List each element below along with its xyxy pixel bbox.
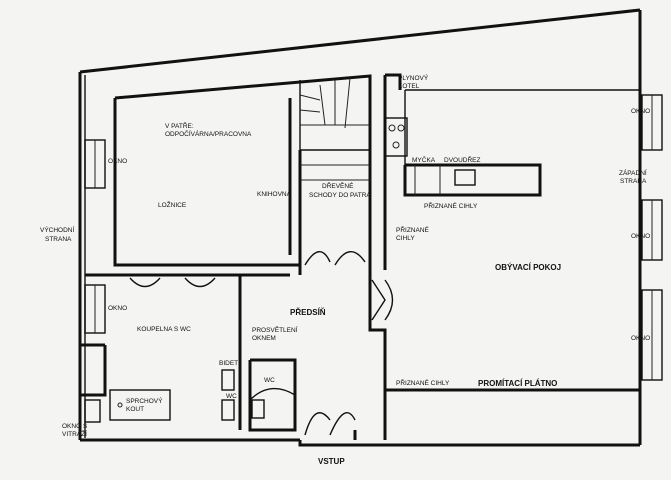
label-vychodni-strana: STRANA [45,236,72,243]
label-oknem: OKNEM [252,335,276,342]
label-wc-room: WC [264,377,275,384]
label-promitaci-platno: PROMÍTACÍ PLÁTNO [478,379,557,388]
label-priznane: PŘIZNANÉ [396,225,430,234]
label-zapadni-strana: STRANA [620,178,647,185]
label-koupelna: KOUPELNA S WC [137,326,191,333]
label-bidet: BIDET [219,360,238,367]
label-dvoudrez: DVOUDŘEZ [444,155,481,164]
label-vychodni: VÝCHODNÍ [40,225,75,234]
label-prosvetleni: PROSVĚTLENÍ [252,325,298,334]
label-obyvaci-pokoj: OBÝVACÍ POKOJ [495,263,561,272]
label-priznane-cihly-living: PŘIZNANÉ CIHLY [396,378,450,387]
outer-walls [78,8,642,447]
label-wc: WC [226,393,237,400]
label-schody: SCHODY DO PATRA [309,192,371,199]
fixtures [109,117,476,421]
label-vstup: VSTUP [318,457,345,466]
label-okno-west-3: OKNO [631,335,650,342]
label-okno-west-1: OKNO [631,108,650,115]
windows [84,94,663,423]
label-vitrazi: VITRÁŽÍ [62,429,87,438]
label-cihly: CIHLY [396,235,415,242]
label-drevene: DŘEVĚNÉ [322,181,354,190]
interior-walls [80,73,640,440]
doors [249,251,394,436]
label-okno-bath: OKNO [108,305,127,312]
label-kout: KOUT [126,406,144,413]
label-priznane-cihly-kitchen: PŘIZNANÉ CIHLY [424,201,478,210]
label-odpocivarna: ODPOČÍVÁRNA/PRACOVNA [165,129,252,138]
label-knihovna: KNIHOVNA [257,191,292,198]
label-okno-s: OKNO S [62,423,88,430]
label-zapadni: ZÁPADNÍ [619,168,647,177]
label-kotel: KOTEL [398,83,420,90]
label-plynovy: PLYNOVÝ [398,73,429,82]
staircase [299,77,370,181]
label-loznice: LOŽNICE [158,200,187,209]
label-sprchovy: SPRCHOVÝ [126,396,163,405]
label-v-patre: V PATŘE: [165,121,194,130]
label-okno-west-2: OKNO [631,233,650,240]
label-predsin: PŘEDSÍŇ [290,308,326,317]
label-okno-east: OKNO [108,158,127,165]
label-mycka: MYČKA [412,155,436,164]
